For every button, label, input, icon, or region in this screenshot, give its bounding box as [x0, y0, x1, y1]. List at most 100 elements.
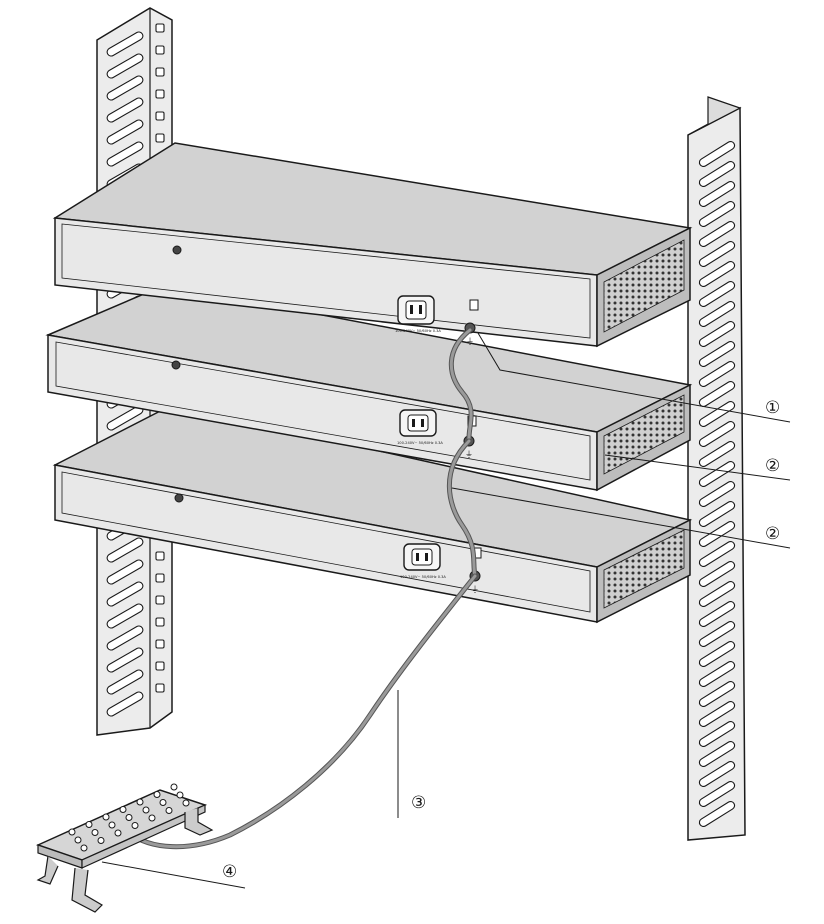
rail-slot — [698, 420, 736, 448]
callout-3: ③ — [411, 793, 426, 813]
rail-square-hole — [155, 67, 165, 77]
rail-slot — [106, 581, 144, 607]
rail-slot — [106, 141, 144, 167]
rail-slot — [698, 140, 736, 168]
rail-slot — [698, 700, 736, 728]
rail-slot — [698, 220, 736, 248]
rail-square-hole — [155, 23, 165, 33]
switch-middle-power-label: 100-240V~ 50/60Hz 0.3A — [397, 441, 443, 445]
busbar-hole — [136, 798, 144, 806]
busbar-hole — [176, 791, 184, 799]
busbar-hole — [97, 837, 105, 844]
rail-slot — [698, 580, 736, 608]
rail-slot — [698, 180, 736, 208]
rail-slot — [698, 560, 736, 588]
callout-2a: ② — [765, 456, 780, 476]
rail-square-hole — [155, 573, 165, 583]
rail-slot — [698, 260, 736, 288]
rail-square-hole — [155, 133, 165, 143]
switch-bottom-power-label: 100-240V~ 50/60Hz 0.3A — [400, 575, 446, 579]
switch-top: 100-240V~ 50/60Hz 0.3A ⏚ — [52, 142, 693, 348]
rail-slot — [698, 540, 736, 568]
busbar-hole — [125, 814, 133, 821]
grounding-busbar — [35, 783, 214, 913]
rail-slot — [698, 720, 736, 748]
busbar-hole — [108, 821, 116, 829]
rail-slot — [698, 460, 736, 488]
rail-slot — [698, 760, 736, 788]
rail-slot — [106, 559, 144, 585]
busbar-hole — [119, 806, 127, 813]
rail-slot — [106, 647, 144, 673]
busbar-hole — [74, 836, 82, 844]
rail-slot — [698, 600, 736, 628]
ground-icon-middle: ⏚ — [465, 450, 473, 459]
callout-2b: ② — [765, 524, 780, 544]
busbar-hole — [131, 822, 139, 829]
rail-slot — [698, 320, 736, 348]
busbar-hole — [114, 829, 122, 837]
rail-slot — [106, 537, 144, 563]
rail-slot — [698, 240, 736, 268]
rail-slot — [698, 680, 736, 708]
rail-slot — [698, 280, 736, 308]
rail-slot — [106, 669, 144, 695]
busbar-hole — [142, 806, 150, 814]
rail-square-hole — [155, 683, 165, 693]
rail-slot — [698, 520, 736, 548]
rail-slot — [698, 800, 736, 828]
rail-slot — [106, 691, 144, 717]
rail-slot — [106, 603, 144, 629]
rail-slot — [106, 53, 144, 79]
rail-slot — [698, 740, 736, 768]
right-rack-rail — [687, 96, 746, 841]
rail-square-hole — [155, 45, 165, 55]
rail-slot — [106, 75, 144, 101]
rail-slot — [106, 97, 144, 123]
rail-slot — [698, 300, 736, 328]
callout-labels: ① ② ② ③ ④ — [222, 398, 780, 882]
rail-slot — [698, 400, 736, 428]
rail-slot — [106, 119, 144, 145]
busbar-hole — [170, 783, 178, 791]
rail-square-hole — [155, 661, 165, 671]
busbar-hole — [182, 799, 190, 807]
busbar-hole — [85, 821, 93, 828]
busbar-hole — [102, 813, 110, 821]
rail-square-hole — [155, 551, 165, 561]
rail-square-hole — [155, 617, 165, 627]
rail-square-hole — [155, 89, 165, 99]
busbar-hole — [148, 814, 156, 822]
rail-square-hole — [155, 595, 165, 605]
rail-slot — [106, 31, 144, 57]
busbar-hole — [68, 828, 76, 836]
rail-slot — [698, 380, 736, 408]
switch-top-power-label: 100-240V~ 50/60Hz 0.3A — [395, 329, 441, 333]
grounding-cables — [125, 327, 478, 850]
rail-slot — [698, 160, 736, 188]
rail-square-hole — [155, 111, 165, 121]
rail-slot — [106, 625, 144, 651]
rail-slot — [698, 200, 736, 228]
switch-bottom: 100-240V~ 50/60Hz 0.3A ⏚ — [52, 404, 693, 624]
ground-icon-top: ⏚ — [466, 337, 474, 346]
callout-4: ④ — [222, 862, 237, 882]
rail-slot — [698, 480, 736, 508]
rail-square-hole — [155, 639, 165, 649]
callout-1: ① — [765, 398, 780, 418]
busbar-hole — [165, 807, 173, 814]
rail-slot — [698, 440, 736, 468]
rail-slot — [698, 620, 736, 648]
rail-slot — [698, 640, 736, 668]
rail-slot — [698, 500, 736, 528]
busbar-hole — [80, 844, 88, 852]
ground-icon-bottom: ⏚ — [471, 585, 479, 594]
leader-lines — [101, 332, 791, 889]
rail-slot — [698, 780, 736, 808]
rail-slot — [698, 340, 736, 368]
busbar-hole — [153, 791, 161, 798]
busbar-hole — [159, 799, 167, 806]
rail-slot — [698, 660, 736, 688]
busbar-hole — [91, 829, 99, 836]
